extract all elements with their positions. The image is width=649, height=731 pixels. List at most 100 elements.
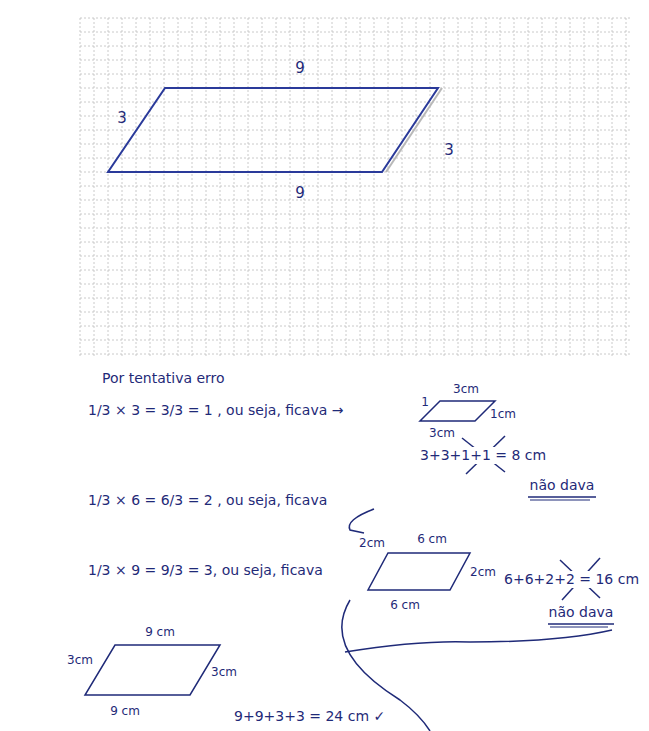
hand-curve xyxy=(345,630,612,652)
dimension-label: 9 xyxy=(293,185,307,202)
dimension-label: 3cm xyxy=(65,652,95,669)
grid-line xyxy=(220,18,221,356)
grid-line xyxy=(234,18,235,356)
grid-line xyxy=(80,116,632,117)
grid-line xyxy=(178,18,179,356)
parallelogram xyxy=(108,88,438,172)
grid-line xyxy=(402,18,403,356)
grid-line xyxy=(80,270,632,271)
dimension-label: 9 xyxy=(293,60,307,77)
grid-line xyxy=(80,130,632,131)
underline xyxy=(548,623,614,625)
grid-line xyxy=(80,18,81,356)
grid-line xyxy=(472,18,473,356)
dimension-label: 1 xyxy=(419,394,431,411)
grid-line xyxy=(598,18,599,356)
parallelogram xyxy=(420,401,495,421)
grid-line xyxy=(80,18,632,19)
grid-line xyxy=(388,18,389,356)
underline xyxy=(550,626,608,627)
grid-line xyxy=(430,18,431,356)
dimension-label: 3 xyxy=(442,142,456,159)
grid-line xyxy=(80,158,632,159)
grid-line xyxy=(80,312,632,313)
grid-line xyxy=(542,18,543,356)
parallelogram xyxy=(368,553,470,590)
grid-line xyxy=(108,18,109,356)
handwritten-note: 1/3 × 6 = 6/3 = 2 , ou seja, ficava xyxy=(86,492,329,509)
dimension-label: 3cm xyxy=(451,381,481,398)
grid-line xyxy=(444,18,445,356)
grid-line xyxy=(626,18,627,356)
dimension-label: 3cm xyxy=(427,425,457,442)
grid-line xyxy=(164,18,165,356)
hand-arrow xyxy=(349,509,374,533)
grid-line xyxy=(94,18,95,356)
grid-paper xyxy=(80,18,632,356)
handwritten-note: Por tentativa erro xyxy=(100,370,227,387)
grid-line xyxy=(80,32,632,33)
handwritten-note: 9+9+3+3 = 24 cm ✓ xyxy=(232,708,387,725)
grid-line xyxy=(458,18,459,356)
handwritten-note: não dava xyxy=(528,477,597,494)
underline xyxy=(530,499,590,500)
grid-line xyxy=(80,242,632,243)
dimension-label: 9 cm xyxy=(143,624,177,641)
grid-line xyxy=(514,18,515,356)
grid-line xyxy=(374,18,375,356)
dimension-label: 9 cm xyxy=(108,703,142,720)
dimension-label: 2cm xyxy=(468,564,498,581)
grid-line xyxy=(346,18,347,356)
grid-line xyxy=(290,18,291,356)
handwritten-note: 1/3 × 9 = 9/3 = 3, ou seja, ficava xyxy=(86,562,325,579)
grid-line xyxy=(584,18,585,356)
grid-line xyxy=(122,18,123,356)
double-edge xyxy=(386,88,442,172)
grid-line xyxy=(612,18,613,356)
grid-line xyxy=(80,60,632,61)
dimension-label: 6 cm xyxy=(415,531,449,548)
grid-line xyxy=(360,18,361,356)
grid-line xyxy=(80,340,632,341)
dimension-label: 3cm xyxy=(209,664,239,681)
grid-line xyxy=(276,18,277,356)
grid-line xyxy=(318,18,319,356)
grid-line xyxy=(80,298,632,299)
grid-line xyxy=(262,18,263,356)
grid-line xyxy=(192,18,193,356)
grid-line xyxy=(136,18,137,356)
handwritten-note: 1/3 × 3 = 3/3 = 1 , ou seja, ficava → xyxy=(86,402,345,419)
underline xyxy=(528,496,596,498)
dimension-label: 6 cm xyxy=(388,597,422,614)
grid-line xyxy=(150,18,151,356)
parallelogram xyxy=(85,645,220,695)
grid-line xyxy=(80,214,632,215)
dimension-label: 3 xyxy=(115,110,129,127)
dimension-label: 1cm xyxy=(488,406,518,423)
grid-line xyxy=(332,18,333,356)
grid-line xyxy=(80,102,632,103)
grid-line xyxy=(486,18,487,356)
grid-line xyxy=(80,256,632,257)
grid-line xyxy=(80,74,632,75)
handwritten-note: não dava xyxy=(547,604,616,621)
handwritten-note: 6+6+2+2 = 16 cm xyxy=(502,571,641,588)
grid-line xyxy=(248,18,249,356)
handwritten-note: 3+3+1+1 = 8 cm xyxy=(418,447,548,464)
grid-line xyxy=(80,228,632,229)
grid-line xyxy=(500,18,501,356)
grid-line xyxy=(80,284,632,285)
grid-line xyxy=(80,46,632,47)
grid-line xyxy=(80,354,632,355)
grid-line xyxy=(206,18,207,356)
grid-line xyxy=(528,18,529,356)
dimension-label: 2cm xyxy=(357,535,387,552)
grid-line xyxy=(80,186,632,187)
grid-line xyxy=(416,18,417,356)
grid-line xyxy=(570,18,571,356)
grid-line xyxy=(556,18,557,356)
grid-line xyxy=(80,326,632,327)
grid-line xyxy=(80,144,632,145)
